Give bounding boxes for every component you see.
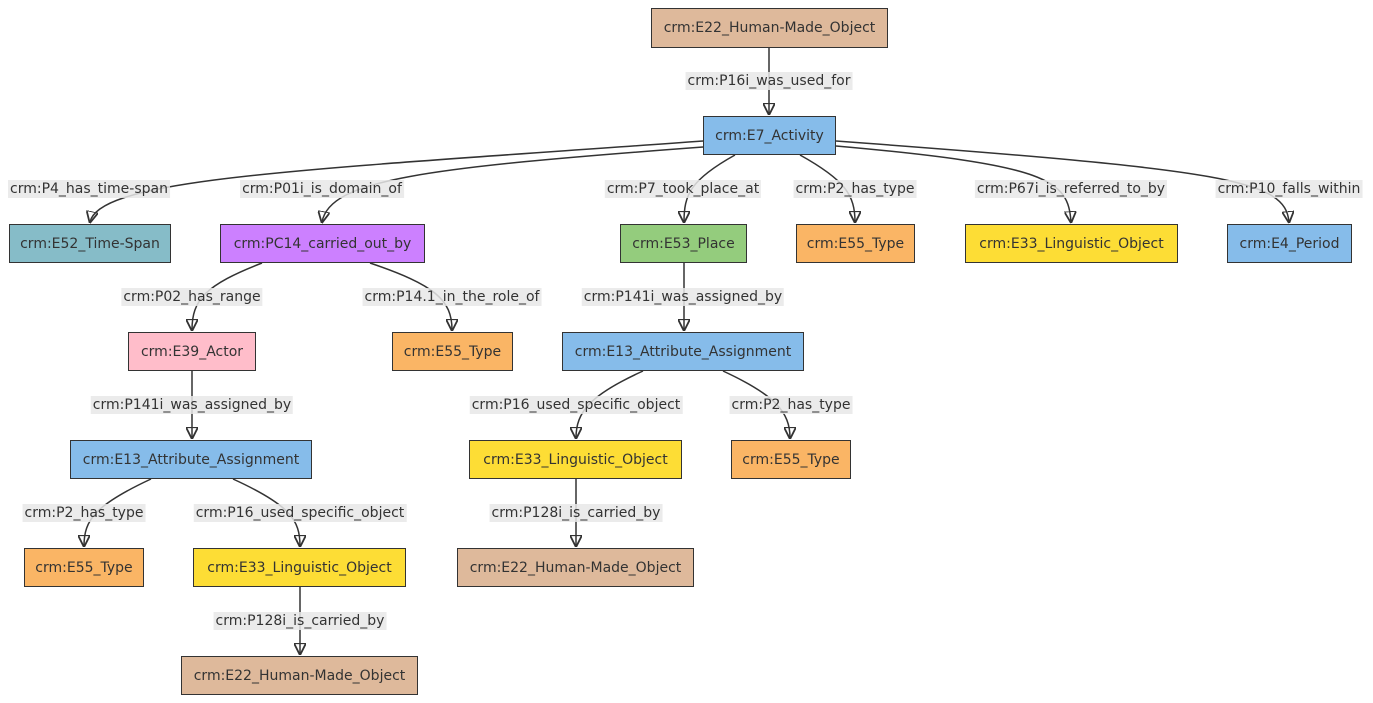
node-pc14-carried-out-by[interactable]: crm:PC14_carried_out_by	[220, 224, 425, 263]
edge-p67i-is-referred-to-by	[835, 145, 1071, 222]
node-e13-attribute-assignment[interactable]: crm:E13_Attribute_Assignment	[562, 332, 804, 371]
node-e13-attribute-assignment[interactable]: crm:E13_Attribute_Assignment	[70, 440, 312, 479]
edge-label: crm:P2_has_type	[22, 504, 146, 522]
edge-label: crm:P10_falls_within	[1215, 180, 1363, 198]
edge-label: crm:P2_has_type	[729, 396, 853, 414]
node-e7-activity[interactable]: crm:E7_Activity	[703, 116, 836, 155]
edge-label: crm:P67i_is_referred_to_by	[974, 180, 1168, 198]
node-e55-type[interactable]: crm:E55_Type	[796, 224, 915, 263]
node-e39-actor[interactable]: crm:E39_Actor	[128, 332, 256, 371]
node-e22-human-made-object[interactable]: crm:E22_Human-Made_Object	[457, 548, 694, 587]
edge-label: crm:P128i_is_carried_by	[489, 504, 663, 522]
node-e55-type[interactable]: crm:E55_Type	[24, 548, 144, 587]
edge-label: crm:P141i_was_assigned_by	[90, 396, 294, 414]
node-e53-place[interactable]: crm:E53_Place	[620, 224, 747, 263]
node-e52-time-span[interactable]: crm:E52_Time-Span	[9, 224, 171, 263]
node-e55-type[interactable]: crm:E55_Type	[731, 440, 851, 479]
node-e4-period[interactable]: crm:E4_Period	[1227, 224, 1352, 263]
edge-label: crm:P14.1_in_the_role_of	[362, 288, 542, 306]
node-e33-linguistic-object[interactable]: crm:E33_Linguistic_Object	[469, 440, 682, 479]
node-e55-type[interactable]: crm:E55_Type	[392, 332, 513, 371]
edge-p4-has-time-span	[90, 140, 704, 222]
edge-label: crm:P2_has_type	[793, 180, 917, 198]
edge-p01i-is-domain-of	[322, 146, 704, 222]
node-e33-linguistic-object[interactable]: crm:E33_Linguistic_Object	[965, 224, 1178, 263]
edge-label: crm:P7_took_place_at	[604, 180, 762, 198]
edge-p10-falls-within	[835, 140, 1289, 222]
node-e22-human-made-object-root[interactable]: crm:E22_Human-Made_Object	[651, 8, 888, 48]
edge-label: crm:P128i_is_carried_by	[213, 612, 387, 630]
edge-label: crm:P4_has_time-span	[8, 180, 170, 198]
edge-label: crm:P02_has_range	[121, 288, 263, 306]
node-e22-human-made-object[interactable]: crm:E22_Human-Made_Object	[181, 656, 418, 695]
edge-label: crm:P141i_was_assigned_by	[581, 288, 785, 306]
edge-label: crm:P16_used_specific_object	[469, 396, 683, 414]
edge-label: crm:P16i_was_used_for	[685, 72, 853, 90]
edge-label: crm:P01i_is_domain_of	[240, 180, 404, 198]
edge-label: crm:P16_used_specific_object	[193, 504, 407, 522]
node-e33-linguistic-object[interactable]: crm:E33_Linguistic_Object	[193, 548, 406, 587]
